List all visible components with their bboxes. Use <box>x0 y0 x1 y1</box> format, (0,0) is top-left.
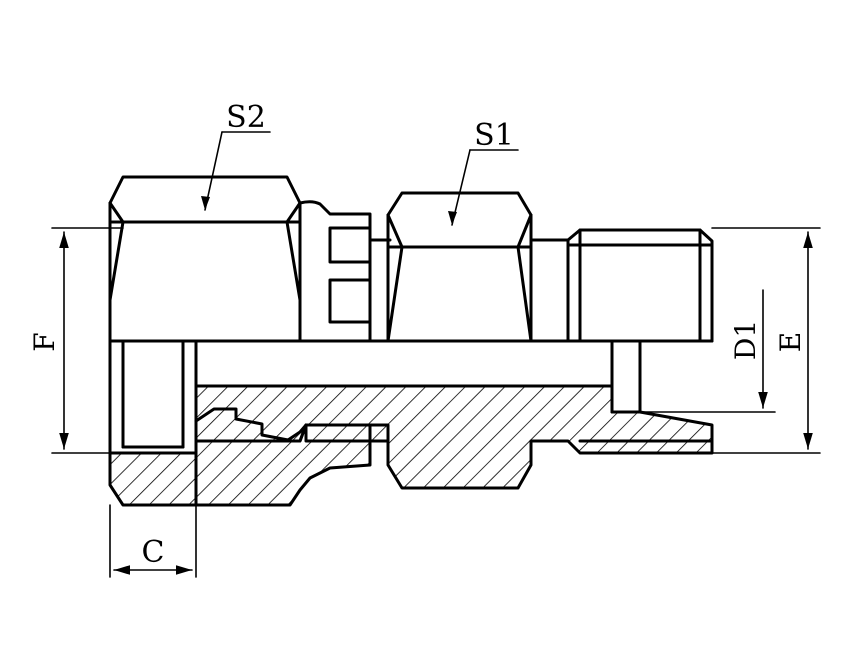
label-s1: S1 <box>474 118 514 153</box>
coupling <box>298 200 392 343</box>
dimension-c: C <box>109 504 197 578</box>
middle-hex <box>386 191 570 343</box>
dimension-f: F <box>28 227 124 454</box>
label-s2: S2 <box>226 100 266 135</box>
label-f: F <box>28 332 61 351</box>
dimension-d1: D1 <box>639 289 776 413</box>
label-e: E <box>774 332 807 352</box>
leader-s1: S1 <box>448 118 519 226</box>
leader-s2: S2 <box>201 100 271 211</box>
body-section <box>194 339 714 507</box>
label-d1: D1 <box>729 320 762 360</box>
threaded-end <box>566 228 714 343</box>
label-c: C <box>142 535 165 570</box>
dimension-e: E <box>711 227 821 454</box>
